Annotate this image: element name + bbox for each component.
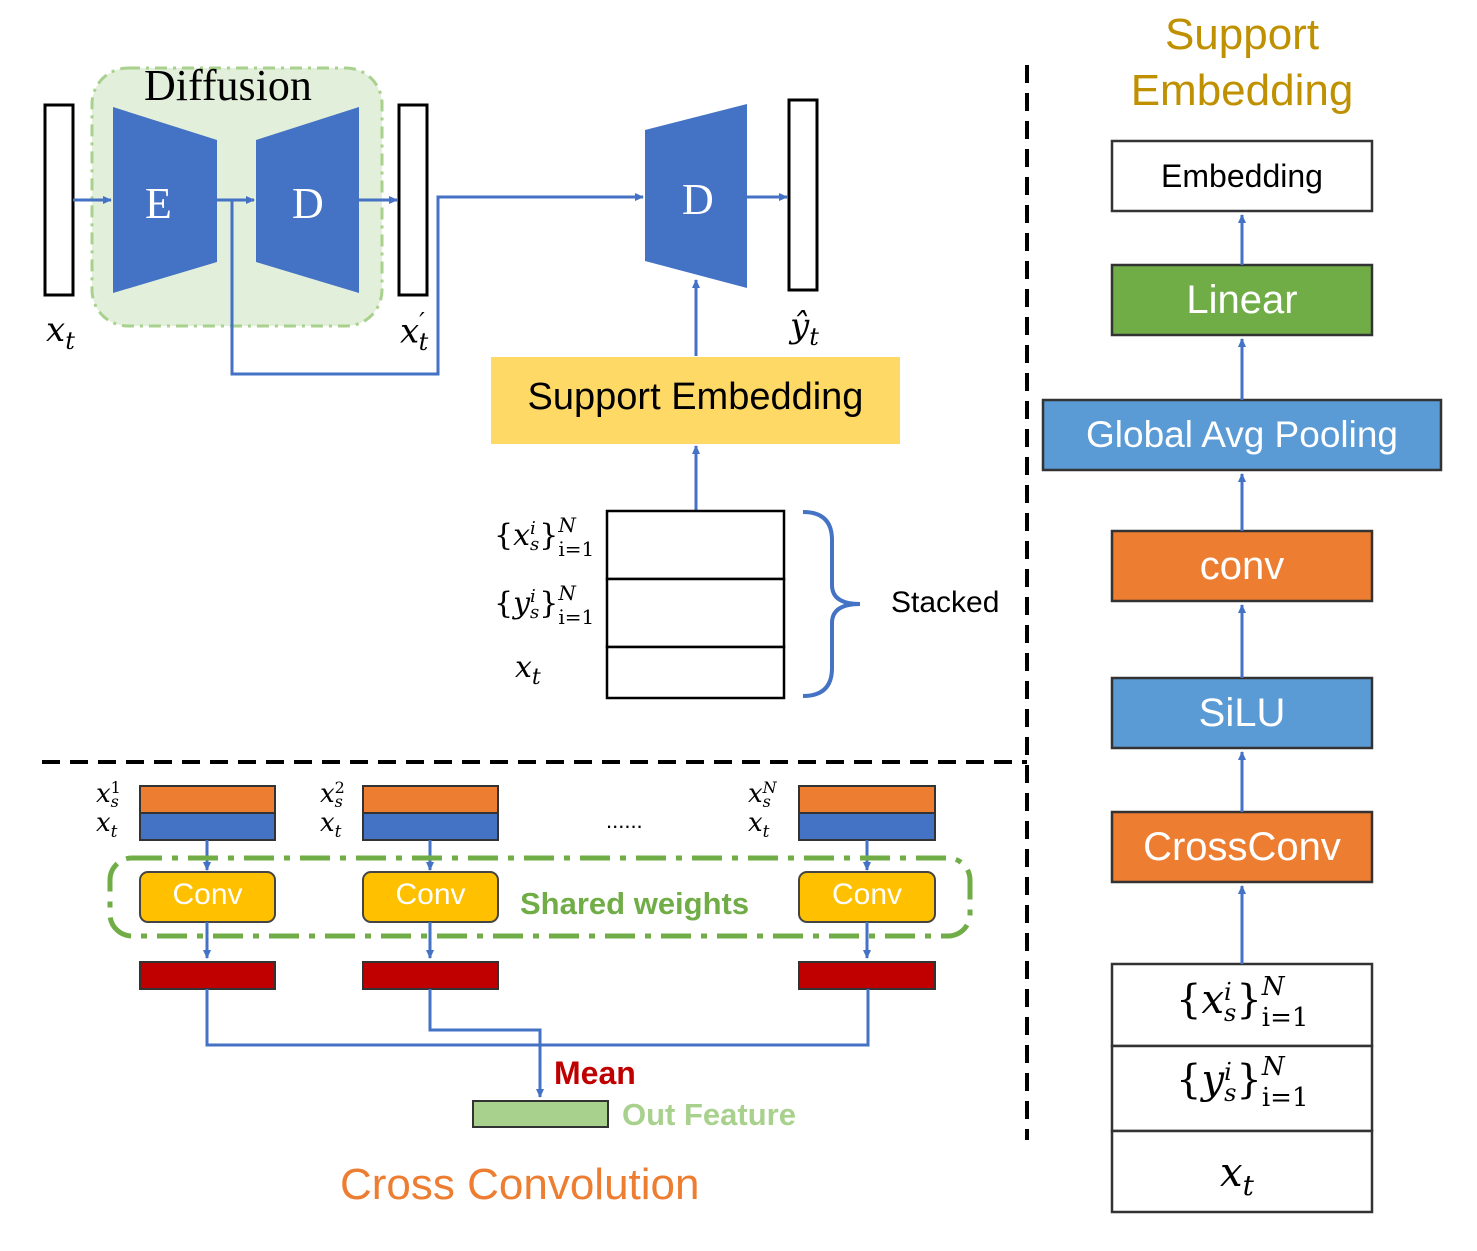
encoder-shape bbox=[113, 107, 217, 293]
stacked-brace bbox=[802, 510, 861, 698]
conv-label-2: Conv bbox=[395, 878, 466, 911]
input-bar-xt bbox=[43, 103, 75, 297]
output-label-yt: ŷt bbox=[790, 306, 819, 351]
layer-silu bbox=[1110, 676, 1374, 750]
panel-title-line2: Embedding bbox=[1130, 66, 1354, 115]
out-feature-box bbox=[472, 1100, 609, 1128]
final-decoder-shape bbox=[645, 104, 747, 288]
cc-column-2 bbox=[362, 785, 499, 990]
cc-column-1 bbox=[139, 785, 276, 990]
shared-weights-region bbox=[107, 855, 973, 939]
decoder-shape bbox=[256, 107, 359, 293]
cc-ellipsis: ...... bbox=[606, 808, 643, 833]
output-bar-yt bbox=[787, 98, 819, 292]
intermediate-label-xt-prime: x′t bbox=[400, 308, 429, 357]
decoder-label: D bbox=[292, 179, 324, 228]
diffusion-title: Diffusion bbox=[144, 61, 312, 110]
layer-silu-label: SiLU bbox=[1198, 691, 1286, 735]
cc-column-n bbox=[798, 785, 936, 990]
support-embedding-box bbox=[491, 357, 900, 444]
mean-label: Mean bbox=[554, 1055, 636, 1091]
layer-linear-label: Linear bbox=[1186, 278, 1298, 322]
stack-row-xs bbox=[605, 509, 786, 581]
layer-embedding bbox=[1110, 139, 1374, 213]
layer-conv bbox=[1110, 529, 1374, 603]
stacked-label: Stacked bbox=[891, 586, 1000, 619]
stack-row-xt bbox=[605, 645, 786, 700]
layer-conv-label: conv bbox=[1199, 544, 1285, 588]
final-decoder-label: D bbox=[682, 175, 714, 224]
layer-linear bbox=[1110, 263, 1374, 337]
support-embedding-label: Support Embedding bbox=[527, 376, 864, 418]
out-feature-label: Out Feature bbox=[622, 1097, 796, 1132]
intermediate-bar-xt-prime bbox=[397, 103, 429, 297]
layer-global-avg-pooling-label: Global Avg Pooling bbox=[1086, 414, 1398, 455]
conv-label-1: Conv bbox=[172, 878, 243, 911]
panel-stack-xt: xt bbox=[1220, 1150, 1254, 1202]
layer-crossconv-label: CrossConv bbox=[1143, 825, 1341, 869]
stack-row-ys bbox=[605, 577, 786, 649]
conv-label-n: Conv bbox=[831, 878, 903, 911]
panel-title-line1: Support bbox=[1164, 10, 1320, 59]
input-label-xt: xt bbox=[46, 310, 75, 355]
layer-embedding-label: Embedding bbox=[1161, 158, 1323, 194]
shared-weights-label: Shared weights bbox=[520, 886, 750, 921]
cross-convolution-title: Cross Convolution bbox=[340, 1160, 700, 1209]
encoder-label: E bbox=[145, 179, 172, 228]
stack-label-xt: xt bbox=[515, 650, 541, 690]
